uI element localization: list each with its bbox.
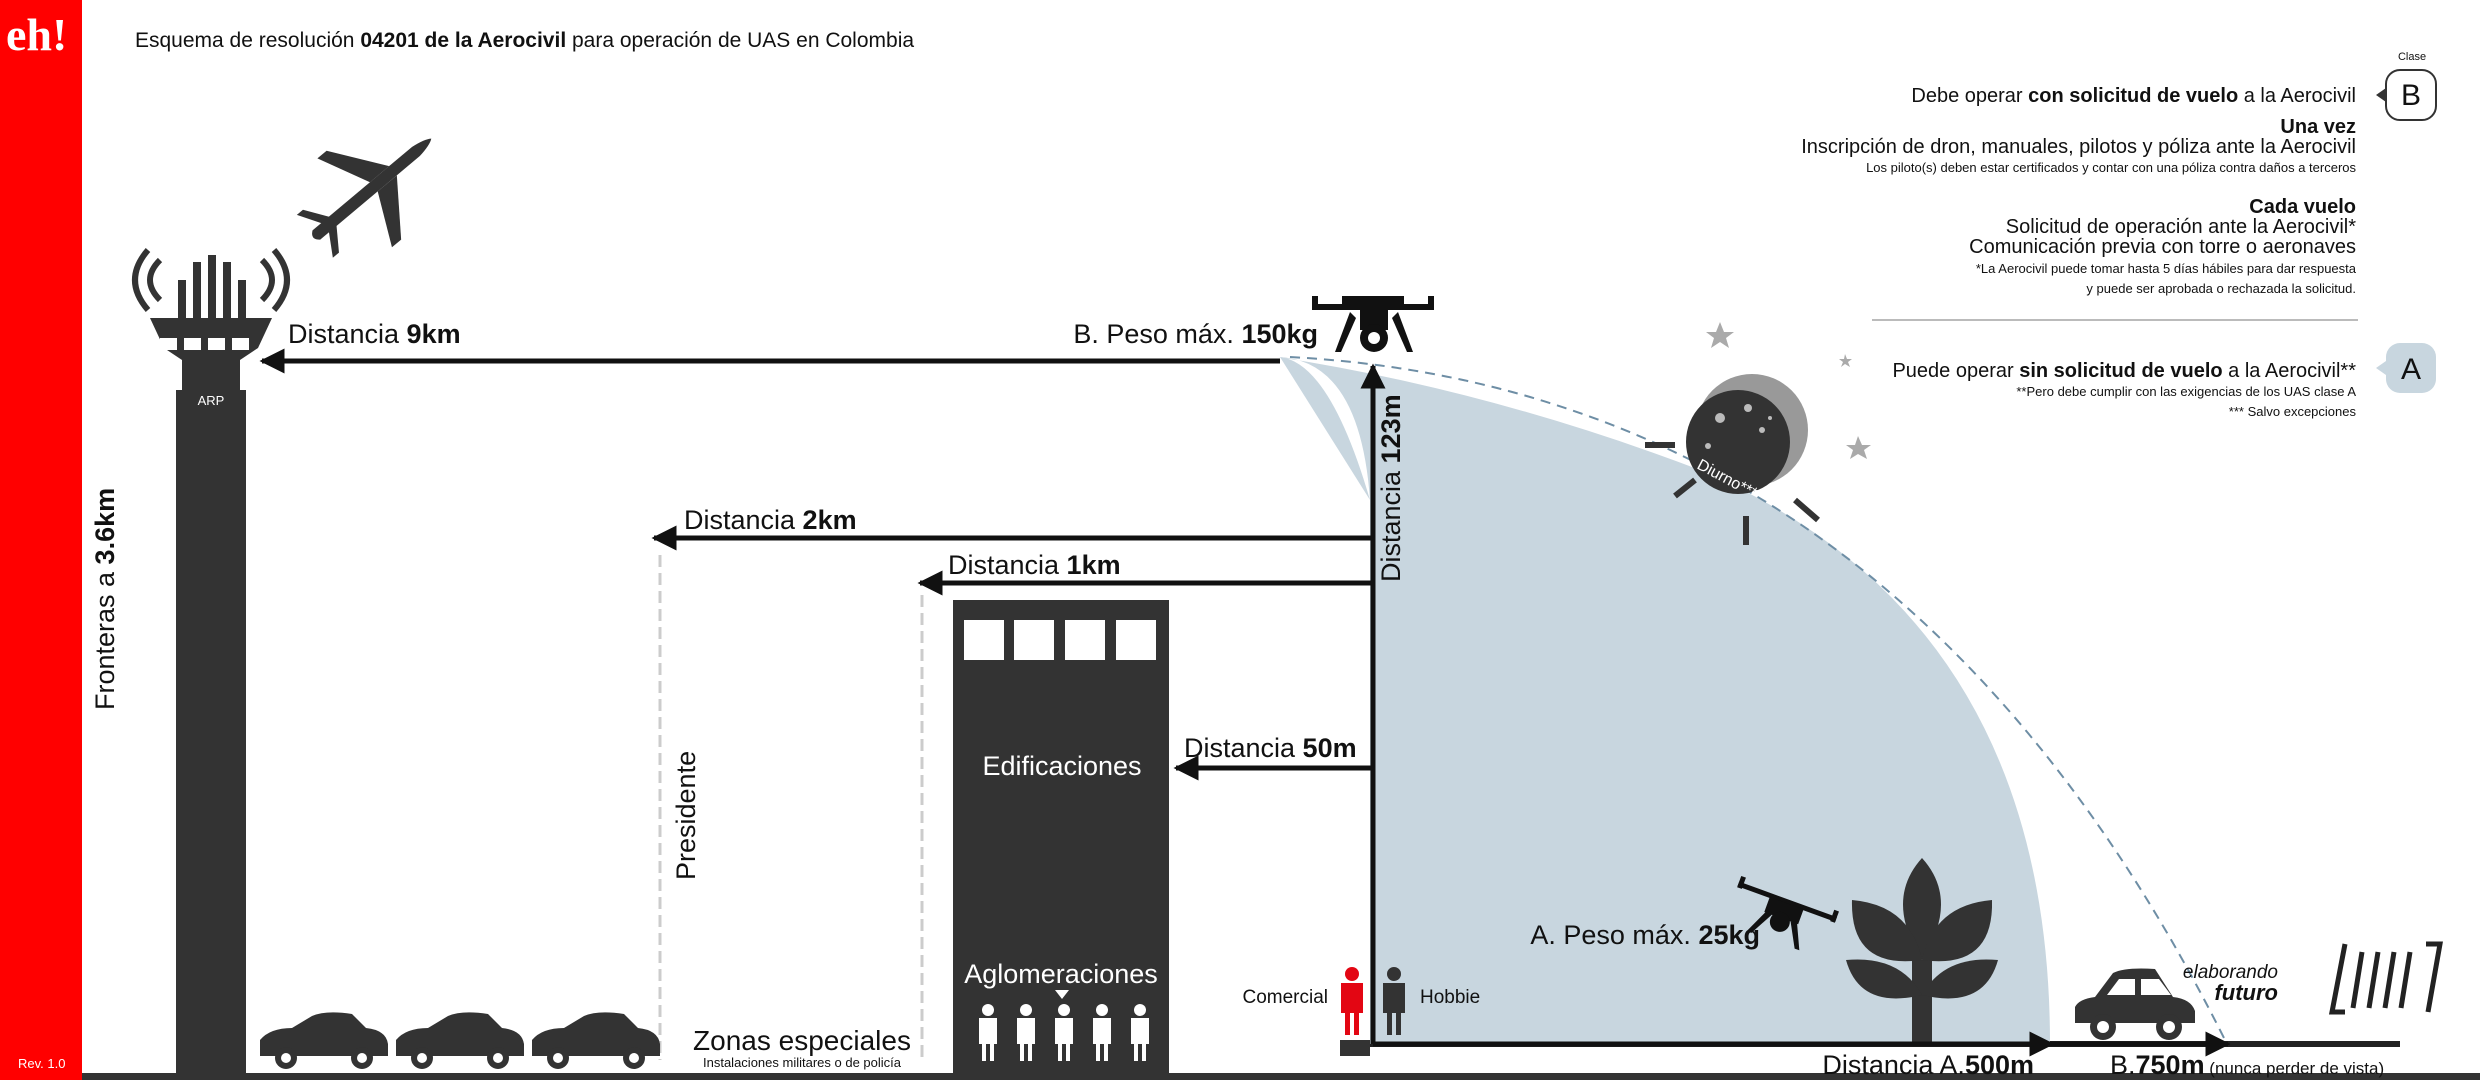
class-b-line1: Debe operar con solicitud de vuelo a la … xyxy=(1911,85,2356,107)
class-b-weight-label: B. Peso máx. 150kg xyxy=(1073,319,1318,349)
class-b-boundary xyxy=(1289,356,2226,1041)
brand-band xyxy=(0,0,82,1080)
brand-logo: eh! xyxy=(6,9,67,60)
distance-2km-label: Distancia 2km xyxy=(684,505,857,535)
tree-icon xyxy=(1846,858,1998,1044)
airplane-icon xyxy=(296,138,432,258)
class-b-each-note1: *La Aerocivil puede tomar hasta 5 días h… xyxy=(1976,261,2357,276)
car-icon xyxy=(396,1012,524,1069)
special-zones-sublabel: Instalaciones militares o de policía xyxy=(703,1055,902,1070)
president-label: Presidente xyxy=(671,751,701,880)
commercial-label: Comercial xyxy=(1242,987,1328,1008)
buildings-label: Edificaciones xyxy=(982,751,1141,781)
revision-label: Rev. 1.0 xyxy=(18,1056,65,1071)
page-title: Esquema de resolución 04201 de la Aeroci… xyxy=(135,29,914,52)
tower-distance-label: Distancia 9km xyxy=(288,319,461,349)
class-a-note2: *** Salvo excepciones xyxy=(2229,404,2357,419)
car-icon xyxy=(2075,968,2195,1040)
star-icon xyxy=(1846,436,1871,459)
class-header: Clase xyxy=(2398,51,2426,63)
borders-distance-label: Fronteras a 3.6km xyxy=(90,488,120,710)
class-a-zone xyxy=(1278,357,2050,1044)
pilot-platform xyxy=(1340,1040,1370,1056)
building-block xyxy=(953,600,1169,1075)
star-icon xyxy=(1706,322,1734,348)
special-zones-label: Zonas especiales xyxy=(693,1025,911,1056)
hobby-label: Hobbie xyxy=(1420,987,1480,1008)
class-b-each-line1: Solicitud de operación ante la Aerocivil… xyxy=(2006,216,2356,238)
class-b-once-note: Los piloto(s) deben estar certificados y… xyxy=(1866,160,2356,175)
class-a-weight-label: A. Peso máx. 25kg xyxy=(1530,920,1760,950)
building-window xyxy=(1014,620,1054,660)
zone-edge xyxy=(1280,357,1370,500)
building-window xyxy=(1065,620,1105,660)
ground xyxy=(82,1073,2480,1080)
building-window xyxy=(1116,620,1156,660)
class-b-letter: B xyxy=(2401,79,2421,112)
crowd-people-icons xyxy=(979,1004,1149,1061)
crowds-label: Aglomeraciones xyxy=(964,959,1158,989)
drone-a-icon xyxy=(1737,875,1839,951)
class-a-letter: A xyxy=(2401,353,2421,386)
building-window xyxy=(964,620,1004,660)
drone-b-icon xyxy=(1312,296,1434,352)
sun-moon-icon xyxy=(1645,374,1820,545)
star-icon xyxy=(1839,354,1852,367)
class-b-each-note2: y puede ser aprobada o rechazada la soli… xyxy=(2086,281,2356,296)
class-a-badge xyxy=(2386,343,2436,393)
distance-1km-label: Distancia 1km xyxy=(948,550,1121,580)
height-distance-label: Distancia 123m xyxy=(1376,394,1406,582)
class-b-once-line: Inscripción de dron, manuales, pilotos y… xyxy=(1801,136,2356,158)
footer-brand-line2: futuro xyxy=(2214,980,2278,1005)
distance-a-label: Distancia A.500m xyxy=(1822,1050,2034,1080)
class-a-line1: Puede operar sin solicitud de vuelo a la… xyxy=(1892,360,2356,382)
crowds-pointer xyxy=(1055,990,1069,999)
car-icon xyxy=(532,1012,660,1069)
class-a-pointer xyxy=(2376,361,2386,375)
class-b-pointer xyxy=(2376,88,2386,102)
footer-brand-line1: elaborando xyxy=(2183,962,2278,983)
control-tower-icon xyxy=(132,248,290,1080)
tower-label: ARP xyxy=(198,393,225,408)
distance-b-label: B.750m (nunca perder de vista) xyxy=(2110,1050,2384,1080)
footer-brand-mark-icon xyxy=(2328,941,2443,1015)
class-b-each-line2: Comunicación previa con torre o aeronave… xyxy=(1969,236,2356,258)
distance-50m-label: Distancia 50m xyxy=(1184,733,1357,763)
class-b-once-title: Una vez xyxy=(2280,116,2356,138)
class-a-note1: **Pero debe cumplir con las exigencias d… xyxy=(2016,384,2356,399)
car-icon xyxy=(260,1012,388,1069)
class-b-each-title: Cada vuelo xyxy=(2249,196,2356,218)
person-hobby-icon xyxy=(1383,967,1405,1035)
person-commercial-icon xyxy=(1341,967,1363,1035)
